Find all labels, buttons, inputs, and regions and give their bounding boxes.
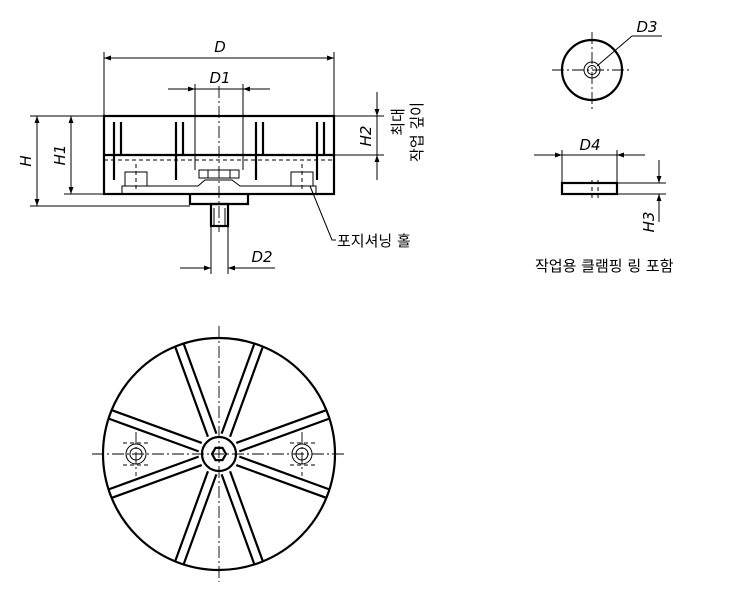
ring-top-view: D3	[552, 18, 662, 110]
plan-slot-6	[174, 344, 218, 438]
ring-side-view: D4 H3 작업용 클램핑 링 포함	[534, 136, 674, 275]
label-positioning-hole: 포지셔닝 홀	[337, 232, 411, 250]
label-h3: H3	[640, 212, 658, 233]
plan-slot-7	[220, 344, 264, 438]
plan-slot-3	[174, 470, 218, 564]
side-view: D D1 D2 H H1 H2 최대 작업 깊이 포지셔닝 홀	[17, 38, 426, 274]
label-max-depth-1: 최대	[389, 108, 407, 136]
plan-slot-2	[220, 470, 264, 564]
plan-slot-4	[109, 455, 203, 499]
label-d1: D1	[209, 69, 230, 87]
plan-slot-8	[235, 409, 329, 453]
ring-profile	[560, 181, 619, 196]
label-h: H	[17, 155, 35, 166]
label-h2: H2	[357, 126, 375, 147]
plan-slot-1	[235, 455, 329, 499]
label-max-depth-2: 작업 깊이	[408, 102, 426, 162]
plan-slots	[109, 344, 329, 564]
label-d4: D4	[579, 136, 600, 154]
label-h1: H1	[51, 145, 69, 166]
label-clamping-ring-note: 작업용 클램핑 링 포함	[535, 257, 674, 275]
slots	[112, 122, 326, 180]
plan-slot-5	[109, 409, 203, 453]
label-d3: D3	[636, 18, 657, 36]
label-d2: D2	[251, 248, 272, 266]
spindle	[209, 202, 230, 228]
plan-view	[92, 326, 346, 582]
label-d: D	[214, 38, 226, 56]
